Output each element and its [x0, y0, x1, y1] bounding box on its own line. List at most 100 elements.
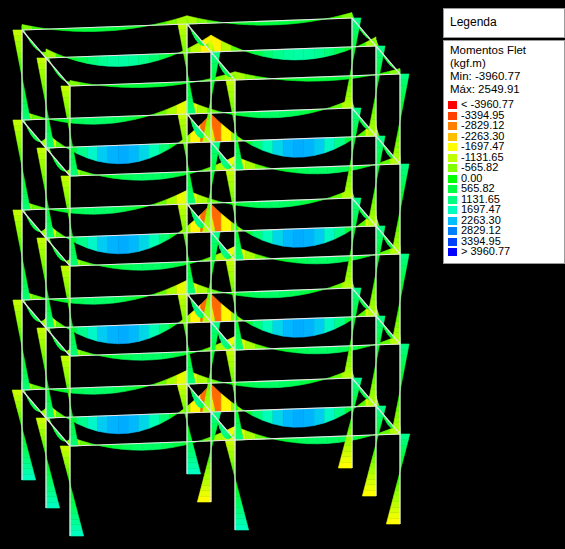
moment-fill [235, 249, 242, 255]
moment-fill [94, 297, 104, 304]
moment-fill [187, 452, 196, 458]
moment-fill [62, 272, 70, 278]
moment-fill [46, 502, 60, 508]
moment-fill [142, 173, 152, 180]
moment-fill [46, 131, 52, 137]
moment-fill [22, 193, 28, 199]
moment-fill [139, 144, 149, 161]
frame-member [46, 232, 211, 238]
moment-fill [129, 235, 139, 254]
moment-fill [197, 496, 211, 502]
moment-fill [132, 353, 142, 360]
moment-fill [371, 114, 376, 120]
moment-fill [259, 381, 269, 388]
legend-value: 1697.47 [461, 203, 501, 215]
moment-fill [22, 368, 27, 374]
moment-fill [46, 317, 53, 323]
moment-fill [386, 518, 400, 524]
moment-fill [335, 227, 345, 239]
moment-fill [227, 86, 235, 92]
frame-member [351, 378, 352, 468]
frame-member [22, 114, 187, 120]
moment-fill [98, 236, 108, 253]
color-swatch [448, 112, 457, 120]
moment-fill [46, 311, 52, 317]
moment-fill [346, 181, 352, 187]
moment-fill [139, 234, 149, 251]
frame-member [235, 164, 400, 170]
frame-member [211, 142, 235, 170]
moment-fill [263, 50, 273, 58]
moment-fill [365, 479, 376, 485]
moment-fill [39, 159, 46, 165]
color-swatch [448, 133, 457, 141]
frame-member [187, 378, 352, 384]
moment-fill [232, 312, 242, 321]
moment-fill [335, 317, 345, 329]
moment-fill [46, 469, 51, 475]
moment-fill [235, 491, 240, 497]
moment-fill [328, 346, 338, 353]
moment-fill [187, 468, 201, 474]
moment-fill [304, 318, 314, 337]
moment-fill [77, 57, 87, 64]
moment-fill [314, 318, 324, 336]
moment-fill [352, 209, 359, 215]
moment-fill [187, 193, 194, 199]
moment-fill [15, 401, 22, 407]
moment-fill [376, 159, 381, 165]
frame-member [21, 210, 22, 300]
moment-fill [142, 263, 152, 270]
frame-member [69, 356, 70, 446]
moment-fill [328, 166, 338, 173]
moment-fill [153, 263, 163, 270]
moment-fill [235, 238, 240, 244]
moment-fill [338, 462, 352, 468]
moment-fill [249, 291, 259, 297]
moment-fill [338, 346, 348, 353]
moment-fill [345, 97, 352, 103]
moment-fill [307, 257, 317, 264]
moment-fill [227, 356, 235, 362]
moment-fill [15, 131, 22, 137]
moment-fill [84, 207, 94, 214]
moment-fill [22, 98, 27, 104]
frame-member [187, 114, 211, 142]
moment-fill [307, 347, 317, 354]
moment-fill [206, 390, 211, 396]
moment-fill [187, 103, 194, 109]
moment-fill [344, 102, 352, 108]
moment-fill [228, 271, 235, 277]
frame-member [46, 412, 211, 418]
moment-fill [84, 297, 94, 304]
frame-member [351, 18, 352, 108]
frame-member [21, 30, 22, 120]
frame-member [399, 434, 400, 524]
frame-member [375, 316, 376, 406]
moment-fill [394, 147, 400, 153]
moment-fill [227, 176, 235, 182]
moment-fill [132, 263, 142, 270]
frame-member [187, 294, 211, 322]
moment-fill [211, 243, 218, 249]
moment-fill [294, 139, 304, 158]
moment-fill [273, 139, 283, 156]
moment-fill [159, 234, 169, 245]
frame-member [187, 204, 211, 232]
moment-fill [149, 324, 159, 338]
legend-value: 3394.95 [461, 235, 501, 247]
moment-fill [400, 97, 405, 103]
moment-fill [142, 443, 152, 450]
moment-fill [273, 319, 283, 336]
moment-fill [395, 412, 400, 418]
moment-fill [118, 55, 128, 66]
frame-member [211, 46, 376, 52]
moment-fill [202, 480, 211, 486]
frame-member [187, 198, 352, 204]
moment-fill [345, 407, 355, 414]
color-swatch [448, 248, 457, 256]
moment-fill [400, 434, 410, 440]
moment-fill [46, 306, 51, 312]
moment-fill [70, 249, 76, 255]
moment-fill [17, 143, 22, 149]
